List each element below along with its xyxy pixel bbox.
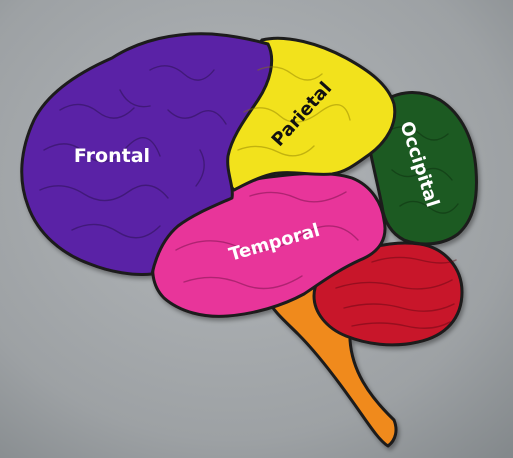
frontal-label: Frontal: [74, 145, 150, 167]
